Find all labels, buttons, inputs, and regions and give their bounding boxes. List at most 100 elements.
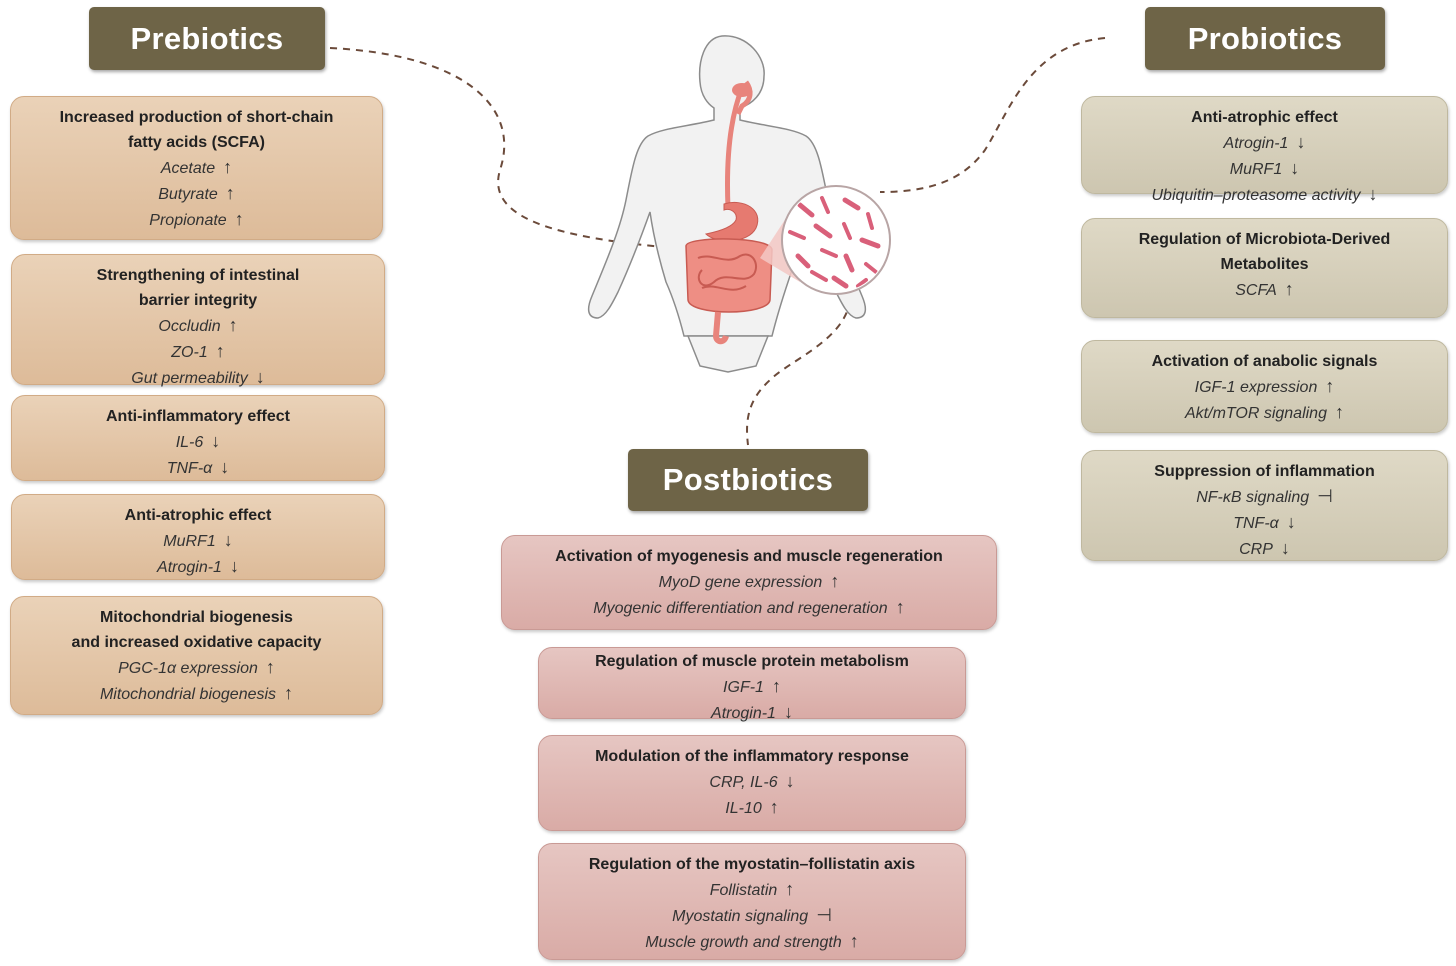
card-item-label: IGF-1 expression: [1194, 379, 1318, 396]
card-item-label: Akt/mTOR signaling: [1185, 405, 1327, 422]
card-item-label: Ubiquitin–proteasome activity: [1151, 187, 1361, 204]
arrow-down-icon: ↓: [1296, 132, 1306, 152]
card-item: IL-10↑: [545, 795, 959, 821]
card-title: Regulation of muscle protein metabolism: [595, 653, 909, 670]
card-item-label: SCFA: [1235, 282, 1277, 299]
card-item: SCFA ↑: [1088, 277, 1441, 303]
inhibition-icon: ⊣: [1317, 486, 1333, 506]
arrow-up-icon: ↑: [1325, 376, 1335, 396]
card-item: Myogenic differentiation and regeneratio…: [508, 595, 990, 621]
arrow-up-icon: ↑: [223, 157, 233, 177]
card-title: barrier integrity: [138, 292, 258, 309]
card-item: MuRF1 ↓: [18, 528, 378, 554]
arrow-down-icon: ↓: [785, 771, 795, 791]
card-item: TNF-α↓: [18, 455, 378, 481]
postbiotics-card-myostatin: Regulation of the myostatin–follistatin …: [538, 843, 966, 960]
card-title: Mitochondrial biogenesis: [100, 609, 293, 626]
postbiotics-header: Postbiotics: [628, 449, 868, 511]
prebiotics-card-mitochondrial: Mitochondrial biogenesis and increased ox…: [10, 596, 383, 715]
connector-probiotics: [879, 37, 1106, 193]
arrow-up-icon: ↑: [234, 209, 244, 229]
arrow-up-icon: ↑: [895, 597, 905, 617]
card-title: Modulation of the inflammatory response: [595, 748, 909, 765]
arrow-up-icon: ↑: [265, 657, 275, 677]
arrow-down-icon: ↓: [223, 530, 233, 550]
card-item: Atrogin-1 ↓: [1088, 130, 1441, 156]
card-title: Activation of myogenesis and muscle rege…: [555, 548, 943, 565]
connector-prebiotics: [329, 47, 701, 251]
card-item: CRP, IL-6 ↓: [545, 769, 959, 795]
card-item-label: IL-6: [175, 434, 204, 451]
card-title: and increased oxidative capacity: [71, 634, 322, 651]
card-item-label: MuRF1: [163, 533, 216, 550]
card-item-label: PGC-1α expression: [118, 660, 258, 677]
probiotics-header: Probiotics: [1145, 7, 1385, 70]
card-item-label: Propionate: [149, 212, 227, 229]
arrow-up-icon: ↑: [785, 879, 795, 899]
arrow-up-icon: ↑: [284, 683, 294, 703]
card-item-label: Acetate: [160, 160, 216, 177]
card-item-label: Mitochondrial biogenesis: [99, 686, 277, 703]
digestive-system-icon: [685, 80, 773, 345]
card-item-label: MyoD gene expression: [658, 574, 823, 591]
card-item-label: TNF-α: [166, 460, 213, 477]
arrow-down-icon: ↓: [1286, 512, 1296, 532]
card-title: Anti-atrophic effect: [124, 507, 272, 524]
card-item-label: Atrogin-1: [157, 559, 222, 576]
prebiotics-card-barrier: Strengthening of intestinal barrier integ…: [11, 254, 385, 387]
card-item: MyoD gene expression ↑: [508, 569, 990, 595]
card-item: ZO-1↑: [18, 339, 378, 365]
arrow-up-icon: ↑: [1334, 402, 1344, 422]
arrow-up-icon: ↑: [830, 571, 840, 591]
card-item-label: ZO-1: [171, 344, 208, 361]
card-item-label: Myogenic differentiation and regeneratio…: [593, 600, 888, 617]
card-item: Atrogin-1↓: [545, 700, 959, 726]
card-title: Increased production of short-chain: [59, 109, 334, 126]
card-item: Butyrate↑: [17, 181, 376, 207]
card-item: Occludin↑: [18, 313, 378, 339]
card-item-label: Muscle growth and strength: [645, 934, 842, 951]
card-item: PGC-1α expression ↑: [17, 655, 376, 681]
card-item: Gut permeability↓: [18, 365, 378, 391]
card-item: Acetate ↑: [17, 155, 376, 181]
card-item: Follistatin ↑: [545, 877, 959, 903]
card-item-label: Atrogin-1: [1223, 135, 1289, 152]
postbiotics-card-myogenesis: Activation of myogenesis and muscle rege…: [501, 535, 997, 630]
card-title: fatty acids (SCFA): [128, 134, 265, 151]
card-item-label: CRP, IL-6: [709, 774, 778, 791]
card-item: IL-6↓: [18, 429, 378, 455]
card-item: Myostatin signaling ⊣: [545, 903, 959, 929]
card-item: TNF-α ↓: [1088, 510, 1441, 536]
card-item: Muscle growth and strength↑: [545, 929, 959, 955]
arrow-up-icon: ↑: [1284, 279, 1294, 299]
inhibition-icon: ⊣: [816, 905, 832, 925]
card-item: IGF-1 expression ↑: [1088, 374, 1441, 400]
card-item-label: Butyrate: [158, 186, 218, 203]
card-item-label: Follistatin: [709, 882, 778, 899]
card-title: Anti-inflammatory effect: [105, 408, 291, 425]
card-title: Regulation of the myostatin–follistatin …: [588, 856, 916, 873]
arrow-up-icon: ↑: [228, 315, 238, 335]
card-item: Atrogin-1 ↓: [18, 554, 378, 580]
card-title: Anti-atrophic effect: [1191, 109, 1338, 126]
card-title: Strengthening of intestinal: [96, 267, 300, 284]
arrow-down-icon: ↓: [783, 702, 793, 722]
card-item: IGF-1↑: [545, 674, 959, 700]
card-item-label: IGF-1: [723, 679, 764, 696]
card-item-label: Myostatin signaling: [672, 908, 809, 925]
card-title: Regulation of Microbiota-Derived: [1138, 231, 1391, 248]
card-item: Propionate ↑: [17, 207, 376, 233]
card-item-label: TNF-α: [1233, 515, 1279, 532]
card-item: NF-κB signaling⊣: [1088, 484, 1441, 510]
arrow-up-icon: ↑: [769, 797, 779, 817]
card-title: Suppression of inflammation: [1154, 463, 1375, 480]
arrow-down-icon: ↓: [1280, 538, 1290, 558]
arrow-down-icon: ↓: [229, 556, 239, 576]
